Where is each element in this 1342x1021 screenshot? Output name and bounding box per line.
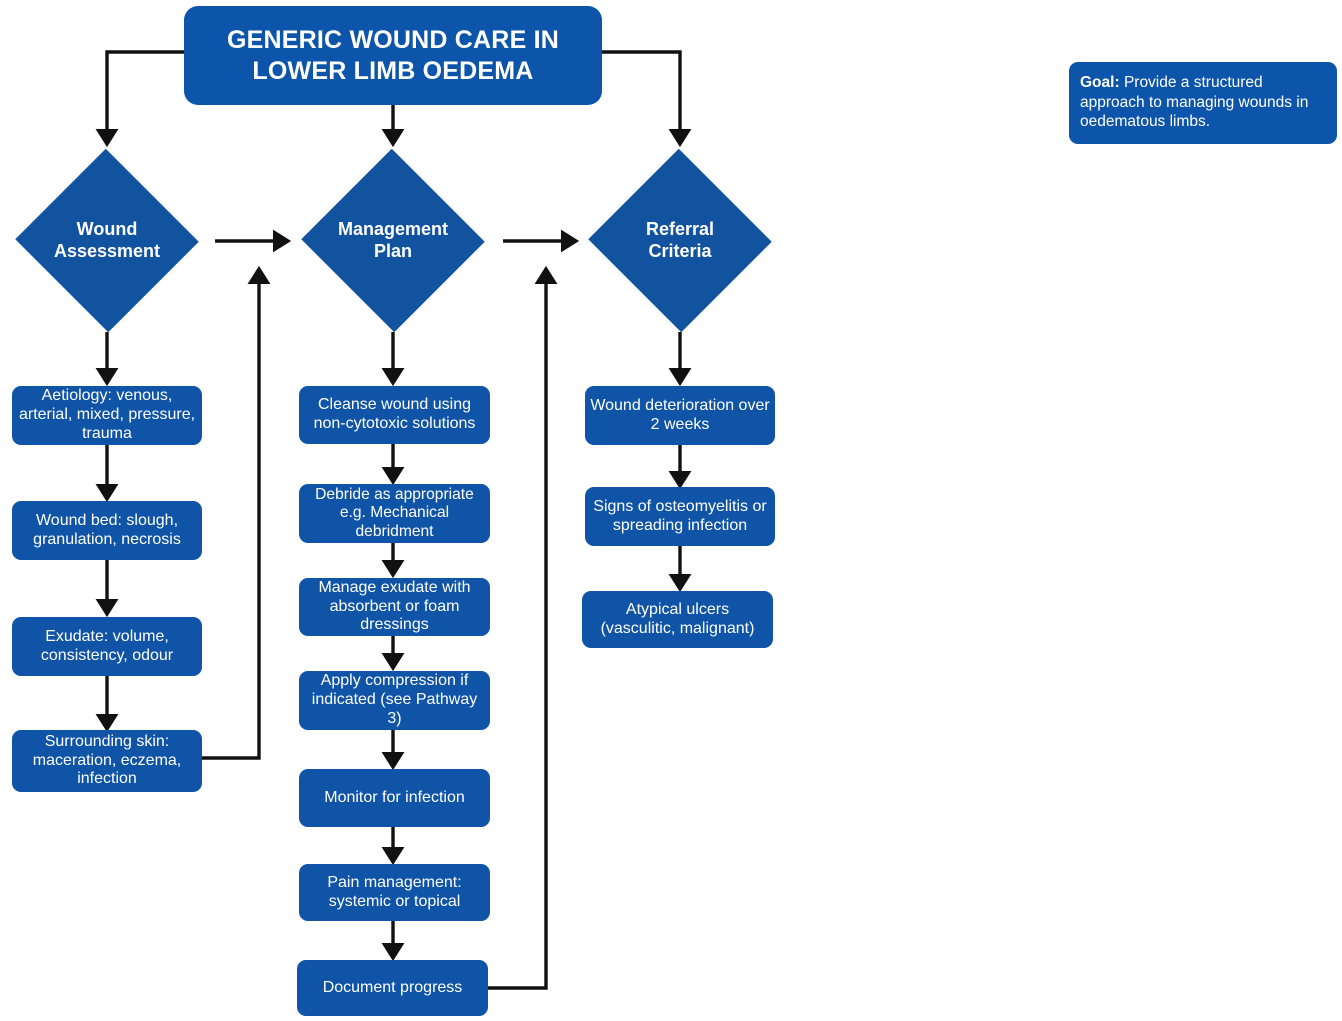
- step-atypical-ulcers[interactable]: Atypical ulcers (vasculitic, malignant): [582, 591, 773, 648]
- goal-text: Provide a structured approach to managin…: [1080, 73, 1309, 131]
- stage-label-line-2: Plan: [373, 240, 412, 261]
- step-debride[interactable]: Debride as appropriate e.g. Mechanical d…: [299, 484, 490, 543]
- stage-label-line-1: Referral: [645, 219, 715, 240]
- page-title-line-1: GENERIC WOUND CARE IN: [227, 26, 559, 54]
- step-pain-management[interactable]: Pain management: systemic or topical: [299, 864, 490, 921]
- goal-label: Goal:: [1080, 73, 1120, 91]
- edge-surrounding-skin-feedback-to-management-plan: [202, 265, 271, 760]
- stage-wound-assessment[interactable]: Wound Assessment: [14, 148, 200, 333]
- step-apply-compression[interactable]: Apply compression if indicated (see Path…: [299, 671, 490, 730]
- stage-wound-assessment-label: Wound Assessment: [14, 219, 200, 261]
- step-wound-deterioration[interactable]: Wound deterioration over 2 weeks: [585, 386, 775, 445]
- step-document-progress[interactable]: Document progress: [297, 960, 488, 1016]
- stage-referral-criteria[interactable]: Referral Criteria: [587, 148, 773, 333]
- step-exudate[interactable]: Exudate: volume, consistency, odour: [12, 617, 202, 676]
- stage-management-plan[interactable]: Management Plan: [300, 148, 486, 333]
- step-cleanse-wound[interactable]: Cleanse wound using non-cytotoxic soluti…: [299, 386, 490, 444]
- edge-document-progress-feedback-to-referral-criteria: [487, 265, 558, 990]
- goal-callout: Goal: Provide a structured approach to m…: [1069, 62, 1337, 144]
- edge-title-to-referral-criteria: [601, 50, 692, 148]
- stage-label-line-1: Wound: [76, 219, 138, 240]
- step-monitor-infection[interactable]: Monitor for infection: [299, 769, 490, 827]
- step-wound-bed[interactable]: Wound bed: slough, granulation, necrosis: [12, 501, 202, 560]
- page-title-line-2: LOWER LIMB OEDEMA: [252, 56, 534, 85]
- step-osteomyelitis[interactable]: Signs of osteomyelitis or spreading infe…: [585, 487, 775, 546]
- page-title: GENERIC WOUND CARE IN LOWER LIMB OEDEMA: [184, 6, 602, 105]
- step-surrounding-skin[interactable]: Surrounding skin: maceration, eczema, in…: [12, 730, 202, 792]
- stage-management-plan-label: Management Plan: [300, 219, 486, 261]
- step-aetiology[interactable]: Aetiology: venous, arterial, mixed, pres…: [12, 386, 202, 445]
- stage-label-line-2: Criteria: [648, 240, 712, 261]
- stage-label-line-1: Management: [337, 219, 449, 240]
- stage-referral-criteria-label: Referral Criteria: [587, 219, 773, 261]
- step-manage-exudate[interactable]: Manage exudate with absorbent or foam dr…: [299, 578, 490, 636]
- stage-label-line-2: Assessment: [53, 240, 161, 261]
- edge-title-to-wound-assessment: [95, 50, 184, 148]
